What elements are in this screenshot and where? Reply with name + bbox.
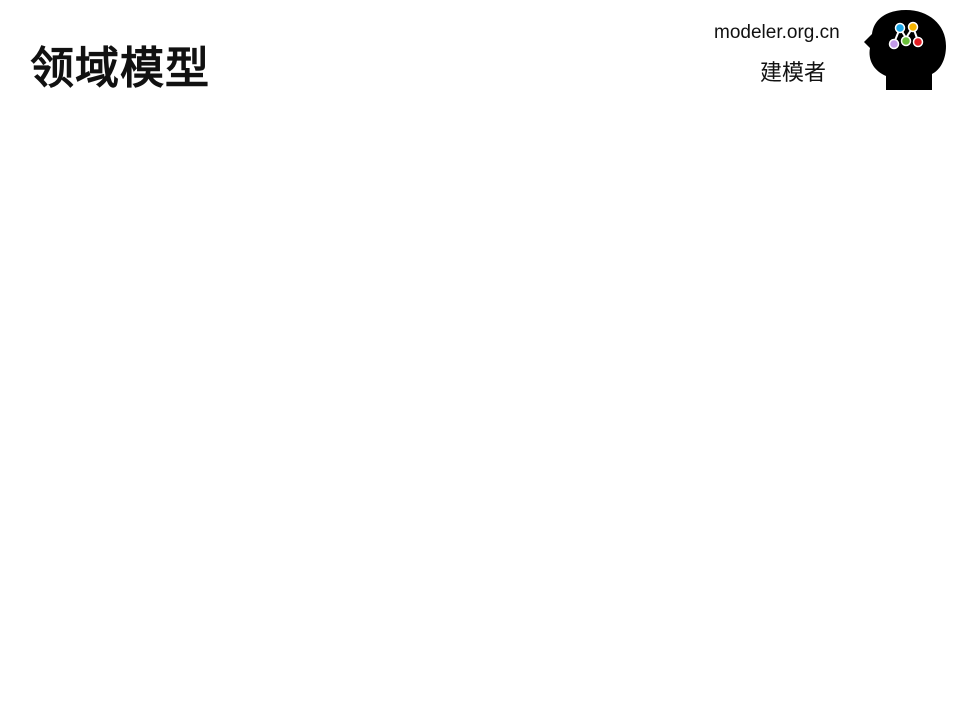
brand-url: modeler.org.cn — [714, 22, 840, 43]
modeler-logo-icon — [864, 10, 946, 90]
brand-name: 建模者 — [760, 61, 827, 86]
slide-title: 领域模型 — [30, 43, 210, 94]
